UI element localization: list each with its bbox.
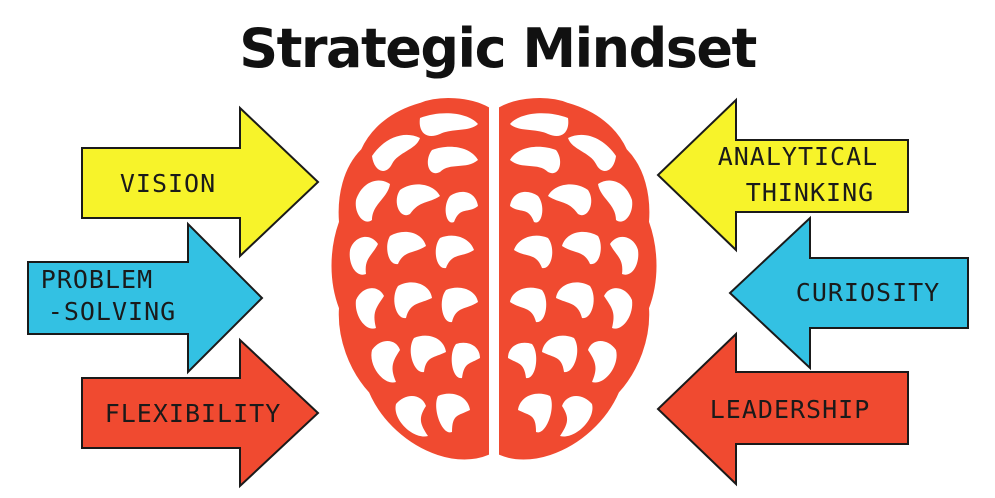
arrow-label-flexibility: FLEXIBILITY: [105, 399, 282, 428]
arrow-leadership: LEADERSHIP: [656, 331, 909, 487]
arrow-vision: VISION: [81, 105, 320, 259]
page-title: Strategic Mindset: [239, 17, 757, 80]
arrow-label-problem-solving: PROBLEM -SOLVING: [41, 265, 176, 326]
arrow-label-analytical-thinking: ANALYTICAL THINKING: [718, 142, 895, 207]
arrow-problem-solving: PROBLEM -SOLVING: [27, 221, 264, 375]
brain-icon: [331, 98, 657, 460]
arrow-label-vision: VISION: [120, 169, 216, 198]
arrow-analytical-thinking: ANALYTICAL THINKING: [656, 97, 909, 253]
arrow-flexibility: FLEXIBILITY: [81, 337, 320, 489]
arrow-curiosity: CURIOSITY: [728, 215, 969, 371]
arrow-label-leadership: LEADERSHIP: [710, 395, 871, 424]
arrow-label-curiosity: CURIOSITY: [796, 278, 940, 307]
